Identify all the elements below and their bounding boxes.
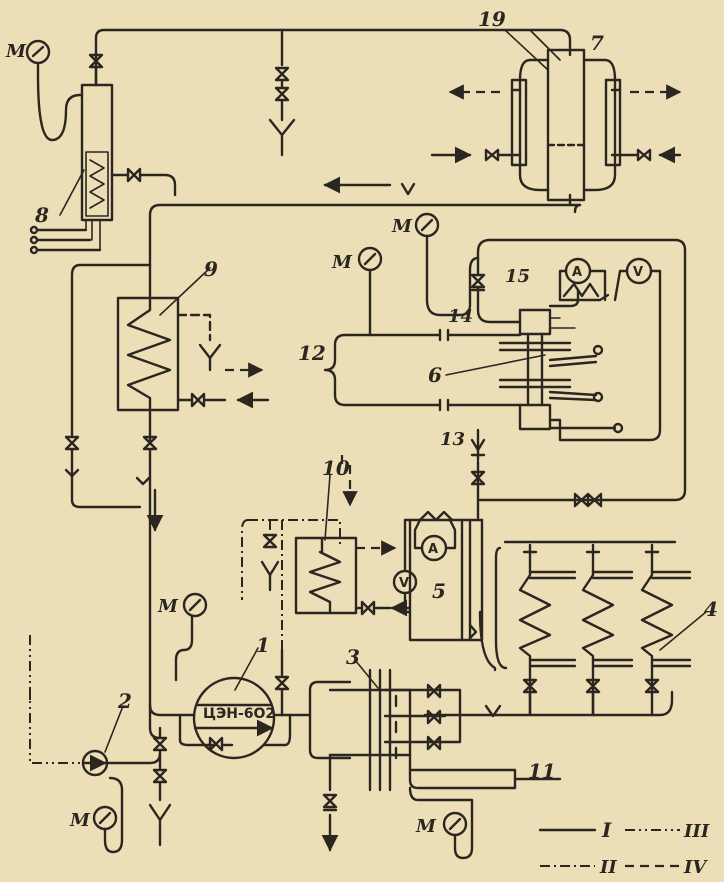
heat-exchanger-3 xyxy=(308,659,562,852)
coils-4 xyxy=(494,540,707,717)
heater-vessel-8 xyxy=(29,83,114,255)
pressure-gauge-1 xyxy=(174,592,208,682)
separator-7 xyxy=(504,29,622,202)
air-flows-7 xyxy=(430,84,682,164)
voltmeter-letter-15: V xyxy=(633,265,643,280)
label-4: 4 xyxy=(704,597,718,621)
label-9: 9 xyxy=(204,257,218,281)
legend-III: III xyxy=(683,821,710,842)
gauge-letter-3: M xyxy=(415,816,437,837)
voltmeter-15 xyxy=(613,257,662,302)
voltmeter-letter-5: V xyxy=(399,576,409,591)
label-3: 3 xyxy=(346,645,360,669)
label-14: 14 xyxy=(448,306,473,327)
pump-1 xyxy=(178,647,292,760)
pump-1-label: ЦЭН-6О2 xyxy=(203,706,275,722)
label-2: 2 xyxy=(117,689,132,713)
pressure-gauge-top-left xyxy=(25,39,84,142)
valve-vessel-8-outlet xyxy=(110,167,177,197)
heater-10 xyxy=(241,455,412,650)
legend-IV: IV xyxy=(683,857,708,878)
label-15: 15 xyxy=(505,266,530,287)
valve-15 xyxy=(470,273,486,302)
label-13: 13 xyxy=(440,429,465,450)
label-11: 11 xyxy=(528,759,556,783)
valve-top-left xyxy=(88,53,104,87)
label-12: 12 xyxy=(298,341,326,365)
gauge-letter-2: M xyxy=(69,810,91,831)
unit-5 xyxy=(392,428,497,672)
right-loop-pipe xyxy=(476,203,687,502)
bus-12 xyxy=(323,268,522,412)
gauge-letter-1: M xyxy=(157,596,179,617)
ammeter-15 xyxy=(558,257,607,302)
heat-exchanger-9 xyxy=(116,267,270,442)
valve-return-5 xyxy=(573,492,603,508)
left-loop-pipe xyxy=(64,263,164,707)
valve-top-drain xyxy=(274,66,290,112)
label-6: 6 xyxy=(428,363,442,387)
legend-II: II xyxy=(599,857,617,878)
legend-I: I xyxy=(601,818,612,842)
pressure-gauge-14 xyxy=(414,212,480,317)
pressure-gauge-12 xyxy=(357,246,383,272)
label-8: 8 xyxy=(34,203,49,227)
top-main-pipe xyxy=(94,28,572,157)
gauge-letter-14: M xyxy=(391,216,413,237)
gauge-letter-12: M xyxy=(331,252,353,273)
label-1: 1 xyxy=(256,633,270,657)
label-10: 10 xyxy=(322,456,350,480)
pressure-gauge-3 xyxy=(408,786,474,860)
ammeter-letter-5: A xyxy=(428,542,438,557)
pressure-gauge-2 xyxy=(92,776,124,854)
label-19: 19 xyxy=(478,7,506,31)
ammeter-letter-15: A xyxy=(572,265,582,280)
gauge-letter-top-left: M xyxy=(5,41,27,62)
label-5: 5 xyxy=(432,579,446,603)
pump-2 xyxy=(29,635,172,847)
label-7: 7 xyxy=(590,31,604,55)
legend xyxy=(538,828,680,868)
